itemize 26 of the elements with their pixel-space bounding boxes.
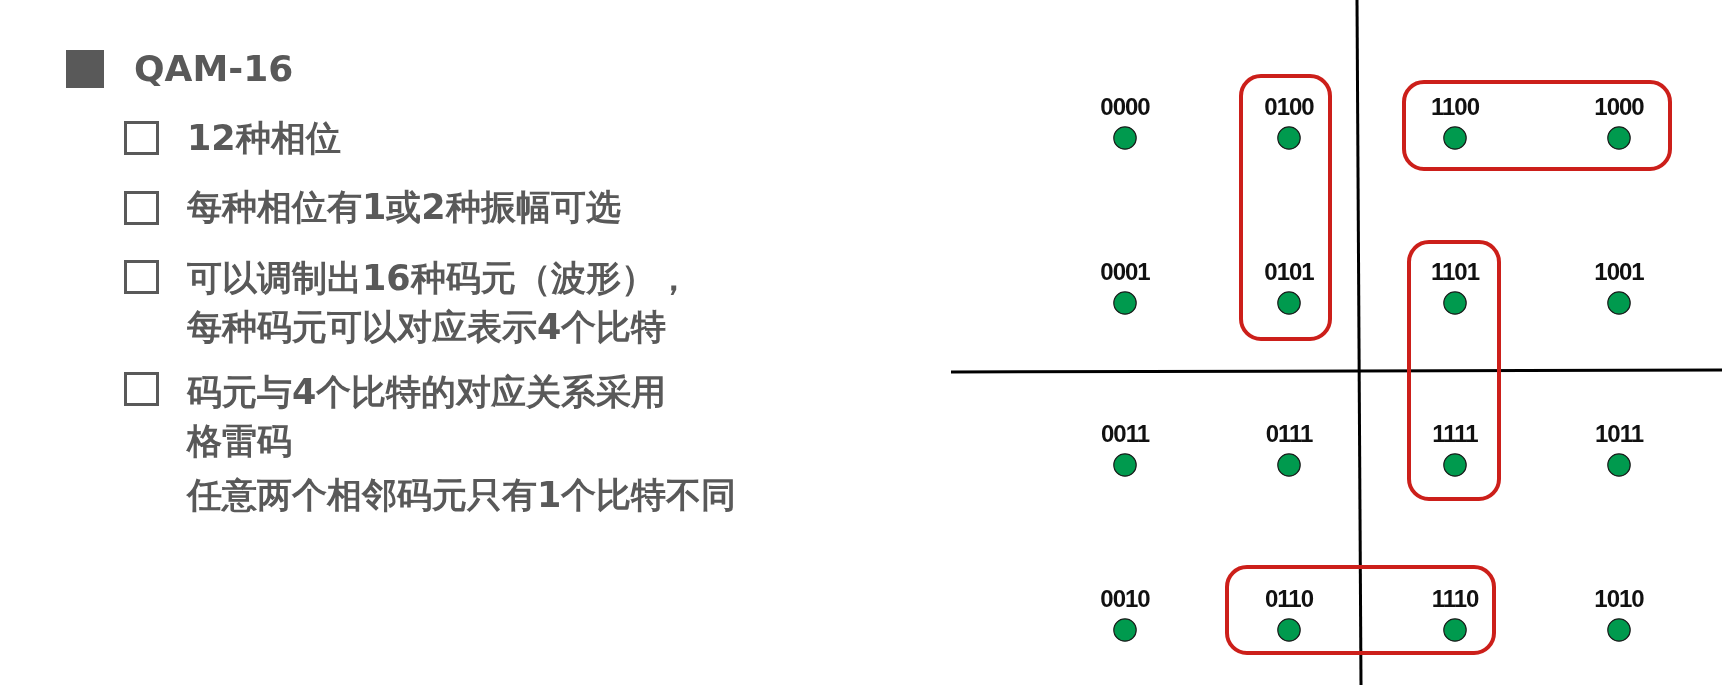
bit-label: 1101 bbox=[1430, 259, 1480, 285]
highlight-frame bbox=[1239, 74, 1332, 341]
bit-label: 1011 bbox=[1594, 421, 1644, 447]
bit-label: 0011 bbox=[1100, 421, 1150, 447]
list-item-text: 可以调制出16种码元（波形），每种码元可以对应表示4个比特 bbox=[187, 256, 692, 349]
highlight-frame bbox=[1225, 565, 1496, 655]
highlight-frame bbox=[1402, 80, 1672, 171]
bit-label: 0001 bbox=[1100, 259, 1150, 285]
list-item-text: 码元与4个比特的对应关系采用格雷码 bbox=[187, 370, 668, 463]
bit-label: 1001 bbox=[1594, 259, 1644, 285]
bit-label: 1010 bbox=[1594, 586, 1644, 612]
bit-label: 0111 bbox=[1265, 421, 1313, 447]
list-heading: QAM-16 bbox=[134, 47, 294, 91]
bit-label: 0010 bbox=[1100, 586, 1150, 612]
highlight-frame bbox=[1407, 240, 1501, 501]
bit-label: 0110 bbox=[1264, 586, 1314, 612]
bit-label: 1100 bbox=[1430, 94, 1480, 120]
list-item-text: 12种相位 bbox=[187, 116, 342, 160]
bit-label: 0101 bbox=[1264, 259, 1314, 285]
bit-label: 1110 bbox=[1431, 586, 1479, 612]
note-text: 任意两个相邻码元只有1个比特不同 bbox=[187, 473, 737, 517]
list-item-text: 每种相位有1或2种振幅可选 bbox=[187, 185, 622, 229]
bit-label: 0100 bbox=[1264, 94, 1314, 120]
bit-label: 1111 bbox=[1432, 421, 1478, 447]
bit-label: 0000 bbox=[1100, 94, 1150, 120]
bit-label: 1000 bbox=[1594, 94, 1644, 120]
